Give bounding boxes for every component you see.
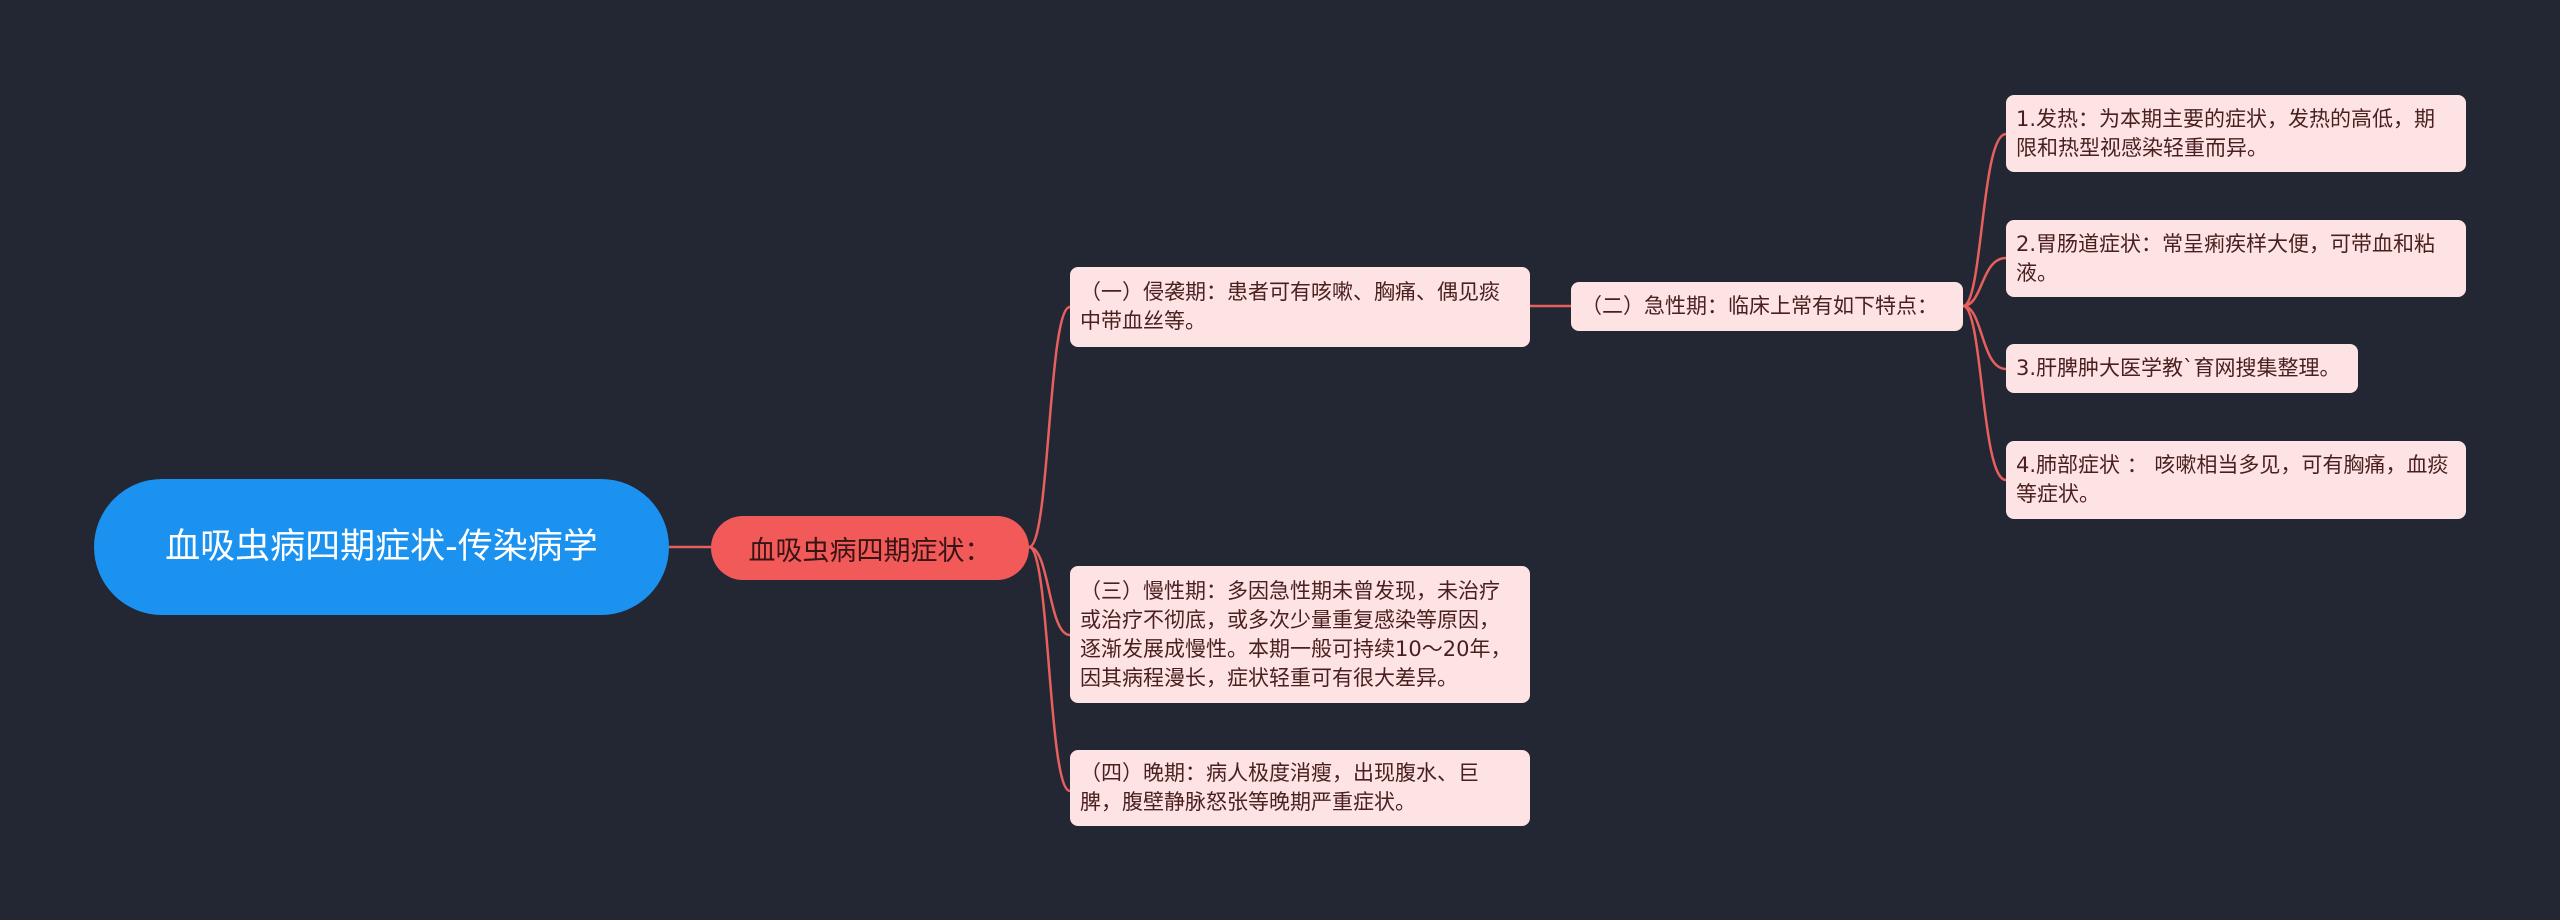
acute-feature-fever-node[interactable]: 1.发热：为本期主要的症状，发热的高低，期限和热型视感染轻重而异。 [2006,95,2466,172]
connector-main-stage-1 [1028,305,1071,549]
acute-feature-fever-label: 1.发热：为本期主要的症状，发热的高低，期限和热型视感染轻重而异。 [2016,106,2436,160]
acute-feature-lung-label: 4.肺部症状 ： 咳嗽相当多见，可有胸痛，血痰等症状。 [2016,453,2449,506]
stage-chronic-label: （三）慢性期：多因急性期未曾发现，未治疗或治疗不彻底，或多次少量重复感染等原因，… [1080,578,1512,690]
stage-invasion-label: （一）侵袭期：患者可有咳嗽、胸痛、偶见痰中带血丝等。 [1080,280,1500,333]
connector-acute-feature-3 [1962,304,2007,371]
acute-feature-gi-label: 2.胃肠道症状：常呈痢疾样大便，可带血和粘液。 [2016,231,2436,285]
connector-acute-feature-4 [1962,304,2007,482]
connector-acute-feature-2 [1962,256,2007,308]
acute-feature-liver-label: 3.肝脾肿大医学教`育网搜集整理。 [2016,356,2341,380]
stage-acute-node[interactable]: （二）急性期：临床上常有如下特点： [1571,282,1963,331]
stage-chronic-node[interactable]: （三）慢性期：多因急性期未曾发现，未治疗或治疗不彻底，或多次少量重复感染等原因，… [1070,566,1530,703]
stage-invasion-node[interactable]: （一）侵袭期：患者可有咳嗽、胸痛、偶见痰中带血丝等。 [1070,267,1530,347]
acute-feature-lung-node[interactable]: 4.肺部症状 ： 咳嗽相当多见，可有胸痛，血痰等症状。 [2006,441,2466,519]
stage-late-node[interactable]: （四）晚期：病人极度消瘦，出现腹水、巨脾，腹壁静脉怒张等晚期严重症状。 [1070,750,1530,826]
main-topic-label: 血吸虫病四期症状： [748,535,992,567]
connector-main-stage-3 [1028,545,1071,793]
connector-acute-feature-1 [1962,132,2007,308]
root-topic-label: 血吸虫病四期症状-传染病学 [165,527,598,567]
stage-acute-label: （二）急性期：临床上常有如下特点： [1581,294,1938,318]
stage-late-label: （四）晚期：病人极度消瘦，出现腹水、巨脾，腹壁静脉怒张等晚期严重症状。 [1080,761,1479,814]
root-topic[interactable]: 血吸虫病四期症状-传染病学 [94,479,669,615]
connector-main-stage-2 [1028,545,1071,637]
acute-feature-gi-node[interactable]: 2.胃肠道症状：常呈痢疾样大便，可带血和粘液。 [2006,220,2466,297]
acute-feature-liver-node[interactable]: 3.肝脾肿大医学教`育网搜集整理。 [2006,344,2358,393]
main-topic[interactable]: 血吸虫病四期症状： [711,516,1029,580]
